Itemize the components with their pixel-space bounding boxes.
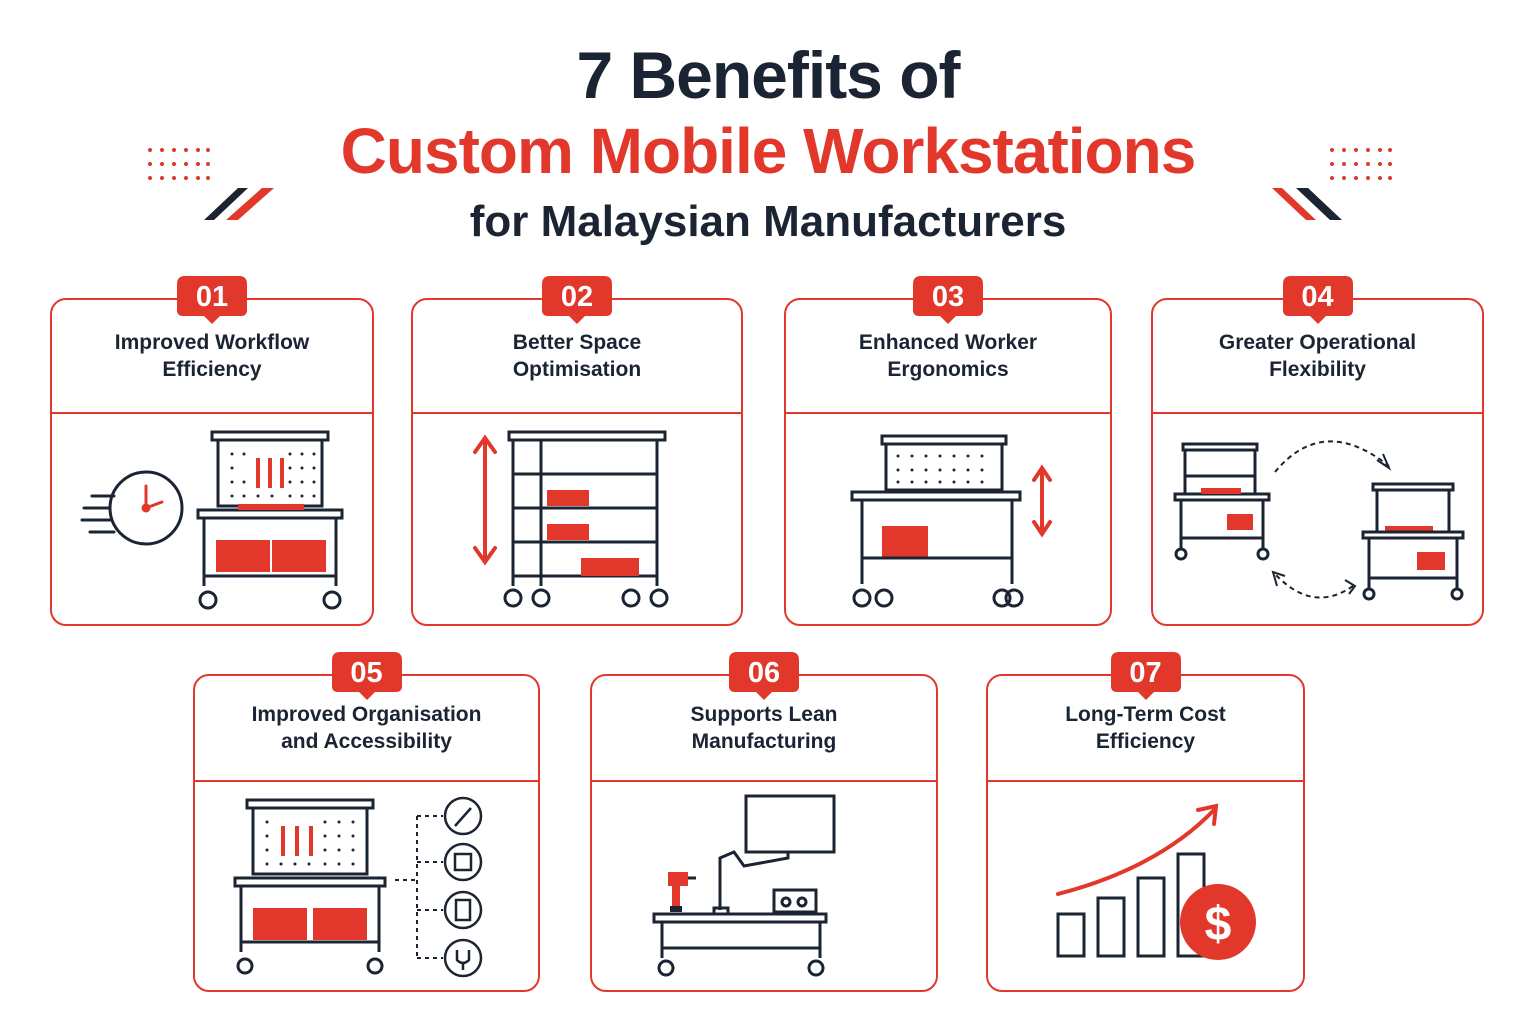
clock-icon	[80, 470, 184, 546]
workbench-icon	[850, 434, 1024, 608]
workstation-cart-icon	[196, 430, 344, 610]
mobile-cart-icon	[1173, 442, 1465, 601]
svg-text:$: $	[1205, 898, 1232, 951]
page-subtitle: for Malaysian Manufacturers	[469, 197, 1067, 246]
slash-right-decoration	[1272, 188, 1342, 220]
benefit-card-06: 06 Supports Lean Manufacturing	[590, 652, 938, 992]
benefit-card-05: 05 Improved Organisation and Accessibili…	[193, 652, 540, 992]
benefit-card-02: 02 Better Space Optimisation	[411, 276, 743, 626]
slash-left-decoration	[204, 188, 274, 220]
dot-grid-left-decoration	[148, 148, 210, 180]
height-adjust-arrow-icon	[1032, 464, 1052, 538]
benefit-title: Greater Operational Flexibility	[1218, 331, 1417, 381]
vertical-arrow-icon	[473, 434, 497, 566]
benefit-title: Improved Workflow Efficiency	[114, 331, 310, 381]
plug-icon	[443, 938, 483, 978]
drill-icon	[668, 872, 696, 912]
number-badge: 03	[913, 276, 983, 324]
page-title: 7 Benefits of	[576, 38, 960, 112]
number-badge: 06	[729, 652, 799, 700]
document-icon	[443, 890, 483, 930]
number-badge: 04	[1282, 276, 1353, 324]
lean-workbench-icon	[652, 888, 828, 977]
page-title-highlight: Custom Mobile Workstations	[340, 115, 1197, 187]
dollar-icon: $	[1180, 884, 1256, 960]
box-icon	[443, 842, 483, 882]
shelving-unit-icon	[503, 430, 669, 608]
reposition-arrows-icon	[1274, 440, 1390, 599]
benefit-title: Better Space Optimisation	[512, 331, 642, 381]
benefit-card-07: 07 Long-Term Cost Efficiency $	[986, 652, 1305, 992]
wrench-icon	[443, 796, 483, 836]
benefit-title: Long-Term Cost Efficiency	[1065, 703, 1226, 753]
benefit-card-03: 03 Enhanced Worker Ergonomics	[784, 276, 1112, 626]
number-badge: 01	[177, 276, 247, 324]
benefit-title: Supports Lean Manufacturing	[690, 703, 838, 753]
dot-grid-right-decoration	[1330, 148, 1392, 180]
trend-arrow-icon	[1056, 803, 1219, 896]
benefit-card-01: 01 Improved Workflow Efficiency	[50, 276, 374, 626]
benefit-card-04: 04 Greater Operational Flexibility	[1151, 276, 1484, 626]
number-badge: 05	[331, 652, 402, 700]
benefit-title: Improved Organisation and Accessibility	[251, 703, 482, 753]
number-badge: 07	[1110, 652, 1181, 700]
organiser-cart-icon	[233, 798, 387, 975]
benefit-title: Enhanced Worker Ergonomics	[858, 331, 1038, 381]
monitor-arm-icon	[712, 794, 836, 916]
number-badge: 02	[542, 276, 612, 324]
